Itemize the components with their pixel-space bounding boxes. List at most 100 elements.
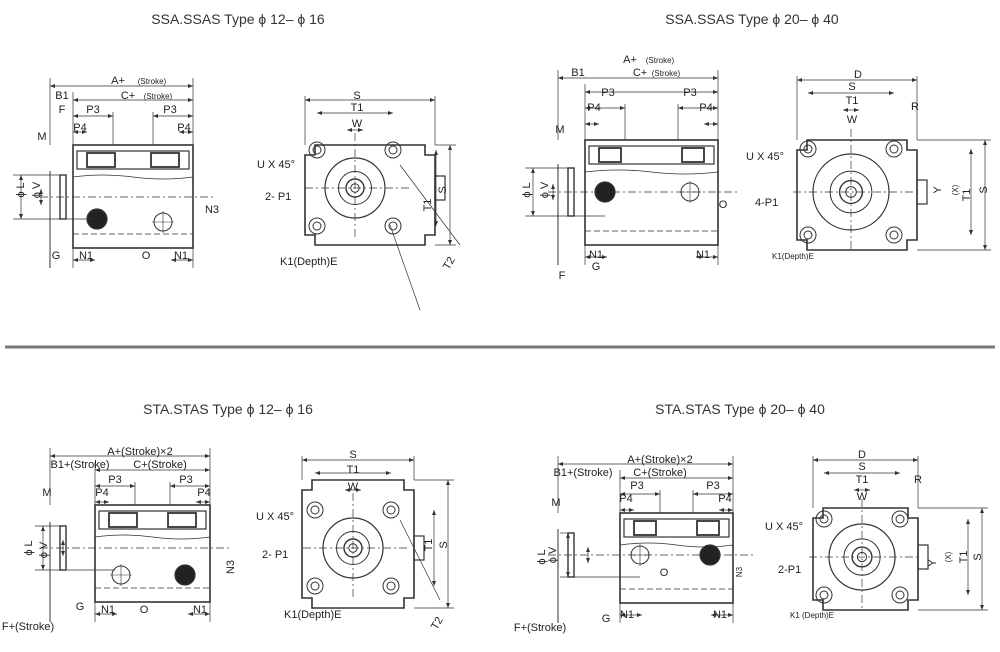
dimension-label: K1 (Depth)E: [790, 611, 834, 620]
dimension-label: P4: [619, 493, 632, 505]
dimension-label: R: [911, 101, 919, 113]
dimension-arrow: [61, 540, 65, 556]
dimension-arrow: [585, 106, 625, 110]
dimension-arrow: [73, 114, 113, 118]
dimension-label: 2- P1: [262, 549, 288, 561]
wavy-break-line: [584, 169, 719, 175]
dimension-label: G: [592, 261, 601, 273]
dimension-label: T2: [429, 615, 446, 632]
dimension-arrow: [678, 106, 718, 110]
mounting-hole-icon: [306, 577, 324, 595]
dimension-label: C+(Stroke): [133, 459, 187, 471]
dimension-label: T1: [856, 474, 869, 486]
dimension-label: A+(Stroke)×2: [627, 454, 692, 466]
dimension-label: (Stroke): [652, 69, 681, 78]
dimension-label: ϕ V: [547, 546, 559, 563]
dimension-label: T1: [958, 551, 970, 564]
dimension-label: S: [437, 186, 449, 193]
dimension-label: Y: [932, 186, 944, 194]
dimension-label: N1: [620, 609, 634, 621]
dimension-label: P3: [630, 480, 643, 492]
dimension-label: R: [914, 474, 922, 486]
mounting-hole-inner: [803, 144, 813, 154]
dimension-arrow: [585, 122, 599, 126]
dimension-label: G: [52, 250, 61, 262]
dimension-label: P4: [197, 487, 210, 499]
dimension-label: B1+(Stroke): [554, 467, 613, 479]
dimension-label: F: [559, 270, 566, 282]
mounting-hole-icon: [306, 501, 324, 519]
dimension-label: M: [555, 124, 564, 136]
dimension-arrow: [95, 500, 109, 504]
dimension-label: O: [719, 199, 728, 211]
dimension-label: P4: [718, 493, 731, 505]
dimension-label: P3: [683, 87, 696, 99]
dimension-label: ϕ V: [31, 181, 43, 198]
dimension-label: K1(Depth)E: [772, 252, 814, 261]
dimension-label: P4: [177, 122, 190, 134]
mounting-hole-inner: [388, 221, 398, 231]
dimension-label: N1: [713, 609, 727, 621]
dimension-arrow: [719, 508, 733, 512]
dimension-label: P4: [73, 122, 86, 134]
dimension-label: D: [858, 449, 866, 461]
dimension-arrow: [704, 122, 718, 126]
dimension-label: N1: [174, 250, 188, 262]
dimension-label: P3: [706, 480, 719, 492]
dimension-label: P3: [108, 474, 121, 486]
mounting-hole-icon: [384, 217, 402, 235]
dimension-label: S: [353, 90, 360, 102]
dimension-label: P3: [86, 104, 99, 116]
wavy-break-line: [619, 542, 734, 548]
dimension-label: U X 45°: [257, 159, 295, 171]
dimension-label: A+: [623, 54, 637, 66]
wavy-break-line: [72, 174, 194, 180]
mounting-hole-inner: [386, 581, 396, 591]
dimension-arrow: [19, 175, 23, 219]
dimension-label: A+(Stroke)×2: [107, 446, 172, 458]
front-body-outline: [796, 139, 918, 251]
dimension-arrow: [854, 488, 870, 492]
port-plugged-icon: [594, 181, 616, 203]
dimension-label: S: [848, 81, 855, 93]
dimension-label: P4: [587, 102, 600, 114]
tie-rod-pocket: [150, 152, 180, 168]
panel-title-ssa-12-16: SSA.SSAS Type ϕ 12– ϕ 16: [151, 11, 325, 27]
dimension-label: B1: [55, 90, 68, 102]
mounting-hole-icon: [815, 586, 833, 604]
dimension-arrow: [585, 255, 607, 259]
mounting-hole-inner: [312, 221, 322, 231]
dimension-arrow: [531, 168, 535, 216]
dimension-arrow: [551, 184, 555, 200]
dimension-label: T1: [961, 189, 973, 202]
dimension-label: A+: [111, 75, 125, 87]
dimension-arrow: [620, 508, 634, 512]
dimension-label: ϕ L: [536, 549, 548, 564]
dimension-arrow: [586, 547, 590, 563]
dimension-label: T1: [423, 539, 435, 552]
tie-rod-pocket: [108, 512, 138, 528]
tie-rod-band: [76, 150, 190, 170]
front-body-outline: [304, 144, 436, 246]
tie-rod-pocket: [681, 147, 705, 163]
dimension-label: S: [978, 186, 990, 193]
mounting-hole-inner: [310, 505, 320, 515]
mounting-hole-inner: [819, 590, 829, 600]
dimension-arrow: [171, 258, 193, 262]
dimension-label: P4: [699, 102, 712, 114]
mounting-hole-icon: [799, 226, 817, 244]
dimension-label: S: [349, 449, 356, 461]
dimension-label: N3: [735, 566, 744, 577]
dimension-label: F+(Stroke): [2, 621, 54, 633]
dimension-arrow: [347, 128, 363, 132]
mounting-hole-icon: [382, 577, 400, 595]
dimension-arrow: [566, 533, 570, 577]
dimension-label: W: [847, 114, 858, 126]
mounting-hole-inner: [803, 230, 813, 240]
dimension-label: O: [142, 250, 151, 262]
dimension-label: P3: [163, 104, 176, 116]
dimension-arrow: [95, 612, 117, 616]
mounting-hole-icon: [885, 140, 903, 158]
dimension-label: O: [140, 604, 149, 616]
